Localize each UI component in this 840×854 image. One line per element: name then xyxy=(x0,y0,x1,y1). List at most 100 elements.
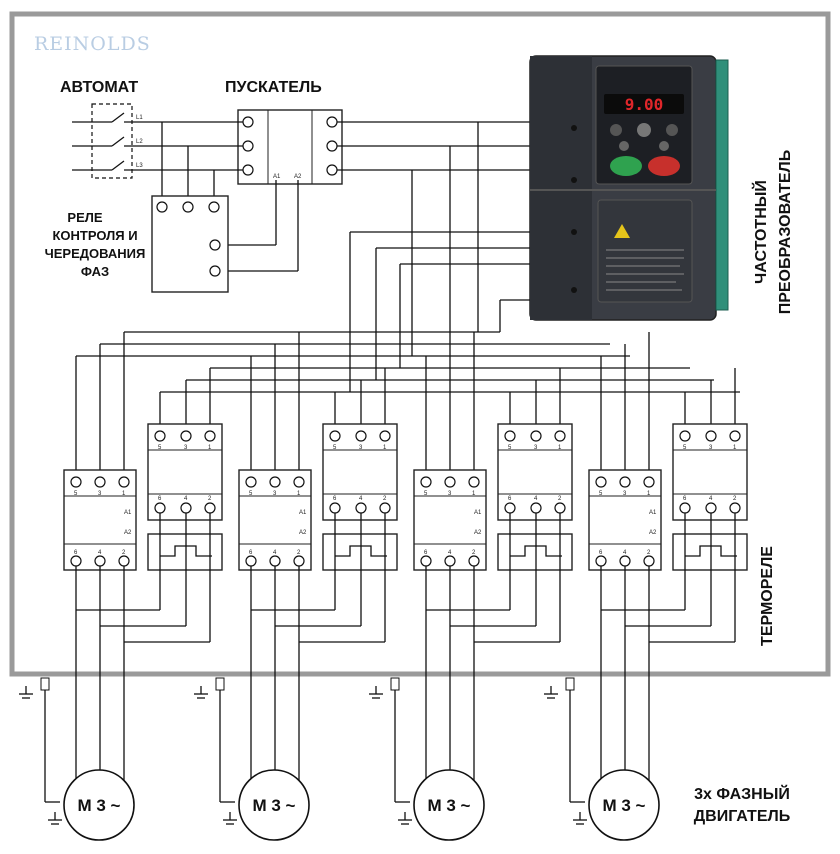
vfd-run-button[interactable] xyxy=(610,156,642,176)
contactor-top-terminal: 5 xyxy=(249,491,253,497)
contactor-top-terminal: 3 xyxy=(98,491,102,497)
bypass-bottom-terminal: 6 xyxy=(158,496,162,502)
contactor-top-terminal: 3 xyxy=(448,491,452,497)
starter-coil-a1: A1 xyxy=(273,174,281,180)
relay-label-4: ФАЗ xyxy=(81,264,109,279)
contactor-bottom-terminal: 6 xyxy=(249,550,253,556)
bypass-top-terminal: 3 xyxy=(359,445,363,451)
contactor-top-terminal: 1 xyxy=(647,491,651,497)
bypass-bottom-terminal: 6 xyxy=(683,496,687,502)
bypass-top-terminal: 5 xyxy=(158,445,162,451)
thermal-relay-3 xyxy=(497,533,573,571)
contactor-bottom-terminal: 6 xyxy=(424,550,428,556)
bypass-top-terminal: 3 xyxy=(184,445,188,451)
relay-label-2: КОНТРОЛЯ И xyxy=(52,228,137,243)
contactor-top-terminal: 3 xyxy=(273,491,277,497)
contactor-top-terminal: 5 xyxy=(424,491,428,497)
relay-label-3: ЧЕРЕДОВАНИЯ xyxy=(45,246,146,261)
coil-a2: A2 xyxy=(299,530,307,536)
converter-label-2: ПРЕОБРАЗОВАТЕЛЬ xyxy=(777,150,794,315)
converter-label-1: ЧАСТОТНЫЙ xyxy=(751,180,770,284)
coil-a1: A1 xyxy=(124,510,132,516)
vfd-stop-button[interactable] xyxy=(648,156,680,176)
brand-logo: REINOLDS xyxy=(34,33,151,55)
bypass-bottom-terminal: 6 xyxy=(333,496,337,502)
bypass-bottom-terminal: 4 xyxy=(359,496,363,502)
coil-a1: A1 xyxy=(474,510,482,516)
bypass-bottom-terminal: 4 xyxy=(534,496,538,502)
terminal-l2: L2 xyxy=(136,139,143,145)
ground-terminal xyxy=(390,677,400,691)
coil-a1: A1 xyxy=(299,510,307,516)
bypass-bottom-terminal: 2 xyxy=(733,496,737,502)
motor-type-label-1: 3х ФАЗНЫЙ xyxy=(694,784,790,803)
bypass-top-terminal: 5 xyxy=(683,445,687,451)
thermal-relay-label: ТЕРМОРЕЛЕ xyxy=(759,546,776,646)
frequency-converter: 9.00 xyxy=(529,55,729,321)
bypass-top-terminal: 5 xyxy=(508,445,512,451)
bypass-bottom-terminal: 2 xyxy=(558,496,562,502)
breaker-label: АВТОМАТ xyxy=(60,79,138,96)
ground-terminal xyxy=(215,677,225,691)
motor-label: M 3 ~ xyxy=(253,796,296,815)
motor-4 xyxy=(588,769,660,841)
coil-a1: A1 xyxy=(649,510,657,516)
bypass-bottom-terminal: 6 xyxy=(508,496,512,502)
magnetic-starter: A1 A2 xyxy=(237,109,343,185)
vfd-output-bus xyxy=(76,122,740,393)
contactor-top-terminal: 1 xyxy=(122,491,126,497)
circuit-breaker: L1 L2 L3 xyxy=(72,103,160,179)
bypass-top-terminal: 1 xyxy=(733,445,737,451)
bypass-top-terminal: 5 xyxy=(333,445,337,451)
motor-label: M 3 ~ xyxy=(603,796,646,815)
contactor-top-terminal: 1 xyxy=(472,491,476,497)
thermal-relay-4 xyxy=(672,533,748,571)
contactor-bottom-terminal: 4 xyxy=(623,550,627,556)
contactor-top-terminal: 3 xyxy=(623,491,627,497)
motor-2 xyxy=(238,769,310,841)
enclosure-frame xyxy=(9,11,831,677)
contactor-bottom-terminal: 4 xyxy=(98,550,102,556)
phase-control-relay xyxy=(151,195,229,293)
thermal-relay-2 xyxy=(322,533,398,571)
coil-a2: A2 xyxy=(474,530,482,536)
motor-label: M 3 ~ xyxy=(428,796,471,815)
bypass-top-terminal: 3 xyxy=(534,445,538,451)
motor-type-label-2: ДВИГАТЕЛЬ xyxy=(694,808,790,825)
contactor-bottom-terminal: 4 xyxy=(448,550,452,556)
contactor-bottom-terminal: 6 xyxy=(74,550,78,556)
terminal-l3: L3 xyxy=(136,163,143,169)
contactor-bottom-terminal: 4 xyxy=(273,550,277,556)
motor-label: M 3 ~ xyxy=(78,796,121,815)
bypass-top-terminal: 1 xyxy=(383,445,387,451)
contactor-top-terminal: 1 xyxy=(297,491,301,497)
contactor-bottom-terminal: 6 xyxy=(599,550,603,556)
contactor-bottom-terminal: 2 xyxy=(297,550,301,556)
coil-a2: A2 xyxy=(124,530,132,536)
terminal-l1: L1 xyxy=(136,115,143,121)
bypass-top-terminal: 3 xyxy=(709,445,713,451)
bypass-bottom-terminal: 2 xyxy=(383,496,387,502)
ground-terminal xyxy=(40,677,50,691)
contactor-top-terminal: 5 xyxy=(74,491,78,497)
contactor-top-terminal: 5 xyxy=(599,491,603,497)
relay-label-1: РЕЛЕ xyxy=(67,210,102,225)
bypass-top-terminal: 1 xyxy=(208,445,212,451)
contactor-bottom-terminal: 2 xyxy=(647,550,651,556)
vfd-display: 9.00 xyxy=(625,95,664,114)
bypass-bottom-terminal: 2 xyxy=(208,496,212,502)
mains-wiring xyxy=(160,121,535,272)
bypass-top-terminal: 1 xyxy=(558,445,562,451)
starter-coil-a2: A2 xyxy=(294,174,302,180)
motor-1 xyxy=(63,769,135,841)
contactor-bottom-terminal: 2 xyxy=(472,550,476,556)
ground-terminal xyxy=(565,677,575,691)
starter-label: ПУСКАТЕЛЬ xyxy=(225,79,322,96)
